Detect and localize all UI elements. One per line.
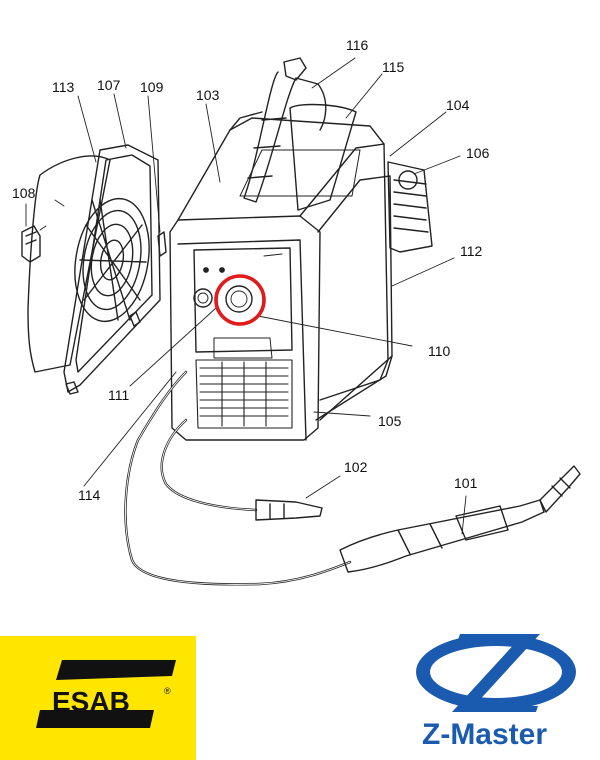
callout-114: 114 bbox=[78, 487, 101, 503]
callout-109: 109 bbox=[140, 79, 164, 95]
part-102-ground-cable bbox=[160, 418, 258, 512]
part-113-panel bbox=[27, 155, 111, 373]
callout-102: 102 bbox=[344, 459, 368, 475]
callout-111: 111 bbox=[108, 387, 130, 403]
part-107-fan-grille bbox=[63, 144, 161, 395]
callout-106: 106 bbox=[466, 145, 490, 161]
esab-logo-text: ESAB bbox=[52, 686, 130, 717]
knob-large bbox=[225, 285, 253, 313]
zmaster-logo-mark bbox=[416, 634, 576, 712]
machine-housing bbox=[169, 111, 393, 441]
part-105-front-vents bbox=[195, 359, 293, 429]
callout-113: 113 bbox=[52, 79, 75, 95]
callout-103: 103 bbox=[196, 87, 220, 103]
callout-116: 116 bbox=[346, 37, 369, 53]
part-101-torch bbox=[339, 465, 581, 573]
leader-lines bbox=[25, 57, 467, 535]
callout-101: 101 bbox=[454, 475, 478, 491]
callout-108: 108 bbox=[12, 185, 36, 201]
zmaster-logo-text: Z-Master bbox=[422, 718, 548, 751]
esab-registered-mark: ® bbox=[164, 686, 171, 696]
highlight-circle bbox=[214, 274, 266, 326]
esab-logo-mark-overlay bbox=[36, 660, 176, 728]
esab-logo-box bbox=[0, 636, 196, 760]
part-115-strap bbox=[289, 103, 357, 211]
callout-115: 115 bbox=[382, 59, 405, 75]
part-102-clamp bbox=[255, 499, 323, 521]
part-109-pin bbox=[157, 231, 167, 257]
callout-112: 112 bbox=[460, 243, 483, 259]
callout-110: 110 bbox=[428, 343, 451, 359]
callout-104: 104 bbox=[446, 97, 470, 113]
part-106-rear-module bbox=[387, 161, 433, 253]
part-114-cable bbox=[124, 370, 352, 586]
part-108-clip bbox=[21, 225, 41, 263]
knob-small bbox=[193, 288, 213, 308]
part-116-handle bbox=[243, 57, 327, 203]
callout-107: 107 bbox=[97, 77, 121, 93]
callout-105: 105 bbox=[378, 413, 402, 429]
